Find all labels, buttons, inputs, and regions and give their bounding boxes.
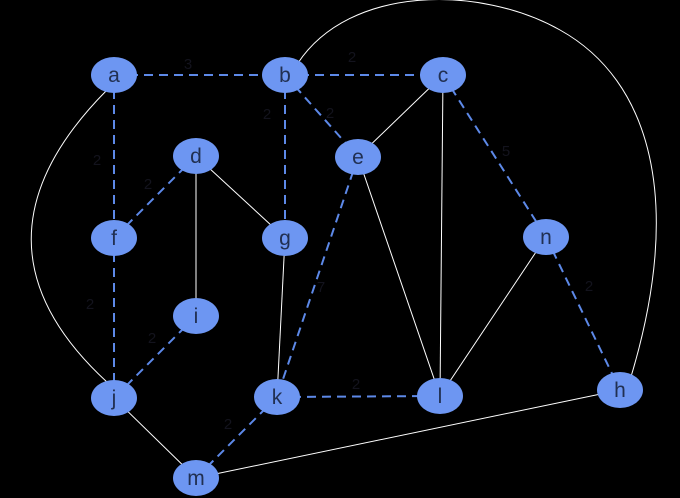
edge-g-k[interactable] [276,237,286,398]
edge-c-n[interactable] [442,74,547,238]
node-ellipse-l[interactable] [417,378,463,414]
node-h[interactable]: h [597,372,643,408]
node-ellipse-k[interactable] [254,379,300,415]
edge-weight-e-k: 7 [317,279,325,296]
node-e[interactable]: e [335,139,381,175]
node-ellipse-m[interactable] [173,460,219,496]
node-k[interactable]: k [254,379,300,415]
edge-weight-a-f: 2 [93,152,101,169]
edge-e-l[interactable] [357,156,441,397]
node-l[interactable]: l [417,378,463,414]
node-ellipse-c[interactable] [420,57,466,93]
node-m[interactable]: m [173,460,219,496]
node-i[interactable]: i [173,298,219,334]
edge-a-j[interactable] [30,89,109,384]
node-ellipse-h[interactable] [597,372,643,408]
edge-e-k[interactable] [276,156,359,398]
node-ellipse-d[interactable] [173,138,219,174]
edge-n-h[interactable] [545,236,621,391]
node-b[interactable]: b [262,57,308,93]
node-ellipse-i[interactable] [173,298,219,334]
edge-weight-n-h: 2 [585,278,593,295]
node-n[interactable]: n [523,219,569,255]
node-ellipse-e[interactable] [335,139,381,175]
node-ellipse-b[interactable] [262,57,308,93]
node-g[interactable]: g [262,220,308,256]
edge-weight-a-b: 3 [184,56,192,73]
node-j[interactable]: j [91,380,137,416]
node-c[interactable]: c [420,57,466,93]
node-ellipse-g[interactable] [262,220,308,256]
edge-weight-c-n: 5 [502,143,510,160]
edge-n-l[interactable] [439,236,547,397]
edge-b-h[interactable] [297,0,657,381]
node-ellipse-j[interactable] [91,380,137,416]
node-ellipse-a[interactable] [91,57,137,93]
edge-weight-b-e: 2 [326,105,334,122]
edge-weight-b-g: 2 [263,106,271,123]
edge-k-l[interactable] [276,395,441,398]
edge-m-h[interactable] [195,389,621,479]
edge-weight-f-j: 2 [86,296,94,313]
edge-weight-d-f: 2 [144,176,152,193]
node-f[interactable]: f [91,220,137,256]
edge-weight-k-m: 2 [224,416,232,433]
edge-weight-k-l: 2 [352,376,360,393]
node-ellipse-n[interactable] [523,219,569,255]
edge-c-l[interactable] [439,74,444,397]
edge-weight-b-c: 2 [348,49,356,66]
edge-weight-i-j: 2 [148,330,156,347]
node-d[interactable]: d [173,138,219,174]
node-ellipse-f[interactable] [91,220,137,256]
node-a[interactable]: a [91,57,137,93]
